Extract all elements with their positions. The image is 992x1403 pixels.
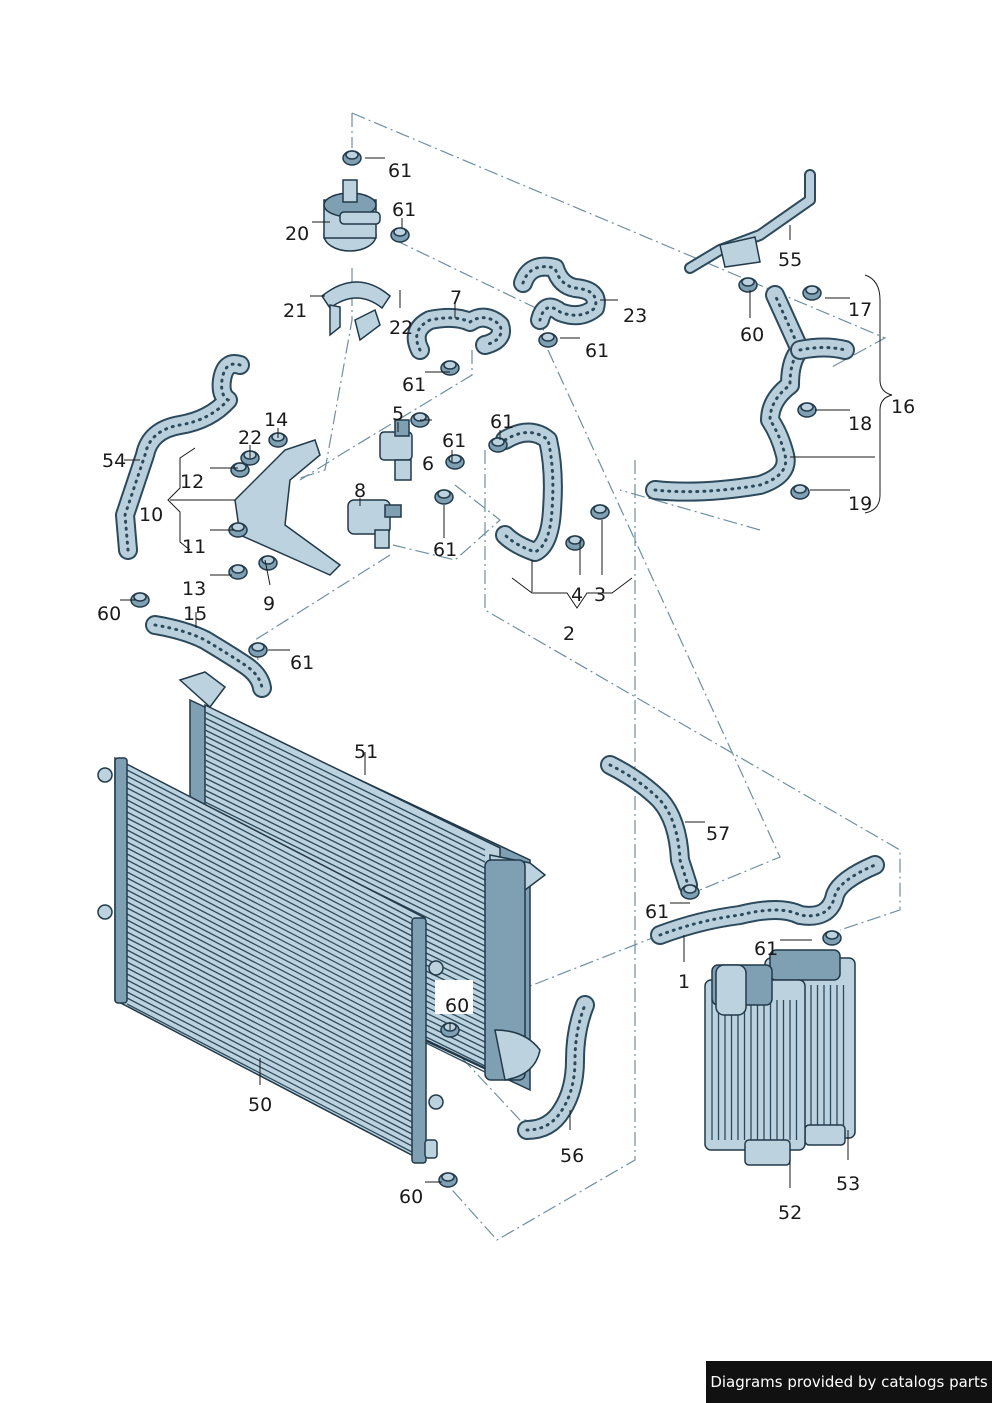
callout-14: 14 <box>264 409 288 431</box>
pump-8 <box>347 499 402 549</box>
callout-17: 17 <box>848 299 872 321</box>
callout-51: 51 <box>354 741 378 763</box>
callout-61: 61 <box>433 539 457 561</box>
callout-5: 5 <box>392 403 404 425</box>
condenser-50-fins <box>126 769 413 1153</box>
pipe-55 <box>684 169 816 274</box>
bracket-21 <box>320 281 391 342</box>
callout-54: 54 <box>102 450 126 472</box>
callout-57: 57 <box>706 823 730 845</box>
leader-lines <box>120 157 893 1188</box>
callout-61: 61 <box>290 652 314 674</box>
callout-56: 56 <box>560 1145 584 1167</box>
callout-8: 8 <box>354 480 366 502</box>
hoses <box>115 256 885 1140</box>
assembly-guide-lines <box>254 112 901 1241</box>
callout-22: 22 <box>238 427 262 449</box>
callout-61: 61 <box>402 374 426 396</box>
coolant-pump-20 <box>323 179 381 252</box>
callout-52: 52 <box>778 1202 802 1224</box>
callout-61: 61 <box>442 430 466 452</box>
callout-21: 21 <box>283 300 307 322</box>
callout-7: 7 <box>450 287 462 309</box>
label-backdrop <box>435 980 473 1014</box>
callout-61: 61 <box>490 411 514 433</box>
callout-19: 19 <box>848 493 872 515</box>
callout-20: 20 <box>285 223 309 245</box>
callout-23: 23 <box>623 305 647 327</box>
callout-61: 61 <box>645 901 669 923</box>
callout-3: 3 <box>594 584 606 606</box>
callout-9: 9 <box>263 593 275 615</box>
bracket-9 <box>234 439 342 576</box>
callout-53: 53 <box>836 1173 860 1195</box>
footer-credit-badge: Diagrams provided by catalogs parts <box>706 1361 992 1403</box>
callout-13: 13 <box>182 578 206 600</box>
callout-1: 1 <box>678 971 690 993</box>
hose-clamps <box>130 150 842 1188</box>
callout-16: 16 <box>891 396 915 418</box>
callout-22: 22 <box>389 317 413 339</box>
callout-50: 50 <box>248 1094 272 1116</box>
callout-2: 2 <box>563 623 575 645</box>
callout-61: 61 <box>585 340 609 362</box>
callout-61: 61 <box>754 938 778 960</box>
callout-6: 6 <box>422 453 434 475</box>
callout-61: 61 <box>392 199 416 221</box>
callout-4: 4 <box>571 584 583 606</box>
cooler-52 <box>704 964 806 1166</box>
callout-60: 60 <box>399 1186 423 1208</box>
callout-10: 10 <box>139 504 163 526</box>
callout-12: 12 <box>180 471 204 493</box>
callout-61: 61 <box>388 160 412 182</box>
callout-60: 60 <box>97 603 121 625</box>
callout-60: 60 <box>740 324 764 346</box>
condenser-50 <box>97 756 444 1164</box>
callout-11: 11 <box>182 536 206 558</box>
callout-55: 55 <box>778 249 802 271</box>
callout-18: 18 <box>848 413 872 435</box>
callout-labels: 61 61 20 21 22 7 61 23 61 55 60 17 16 18… <box>97 160 915 1224</box>
callout-60: 60 <box>445 995 469 1017</box>
callout-15: 15 <box>183 603 207 625</box>
valve-5 <box>379 419 413 481</box>
